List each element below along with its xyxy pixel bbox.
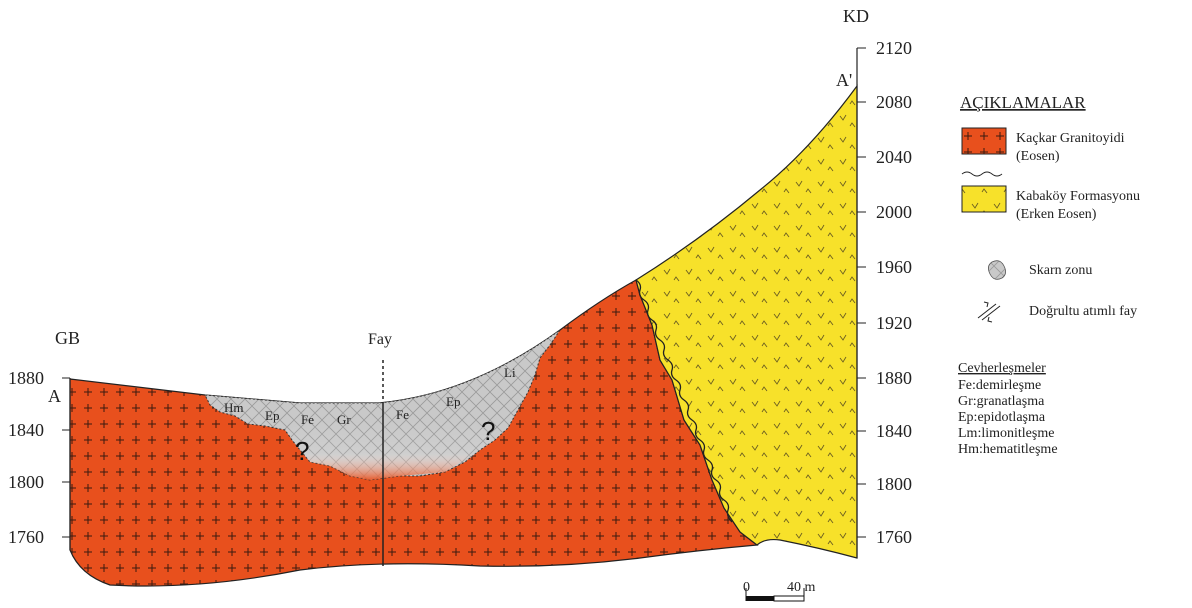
right-tick-1960: 1960 — [876, 257, 912, 277]
scale-start: 0 — [743, 580, 750, 595]
question-mark-left: ? — [295, 436, 309, 466]
mineral-ep-left: Ep — [265, 408, 279, 423]
legend-title: AÇIKLAMALAR — [960, 93, 1086, 112]
mineralization-title: Cevherleşmeler — [958, 361, 1046, 376]
scale-end: 40 m — [787, 580, 816, 595]
mineral-fe-left: Fe — [301, 412, 314, 427]
kabakoy-swatch — [961, 185, 1007, 213]
mineralization-item-lm: Lm:limonitleşme — [958, 426, 1054, 441]
left-tick-1760: 1760 — [8, 527, 44, 547]
left-direction-label: GB — [55, 328, 80, 348]
mineral-ep-right: Ep — [446, 394, 460, 409]
mineral-fe-right: Fe — [396, 407, 409, 422]
right-direction-label: KD — [843, 6, 869, 26]
right-tick-2040: 2040 — [876, 147, 912, 167]
end-point-label: A' — [836, 70, 852, 90]
strike-slip-fault-icon — [977, 301, 1001, 323]
legend-granitoid-name: Kaçkar Granitoyidi — [1016, 131, 1125, 146]
right-tick-1920: 1920 — [876, 313, 912, 333]
right-tick-1840: 1840 — [876, 421, 912, 441]
mineralization-item-hm: Hm:hematitleşme — [958, 442, 1058, 457]
legend-fault-label: Doğrultu atımlı fay — [1029, 304, 1137, 319]
mineral-hm: Hm — [224, 400, 244, 415]
skarn-zone-icon — [988, 260, 1006, 280]
legend-kabakoy-age: (Erken Eosen) — [1016, 207, 1097, 222]
mineral-li: Li — [504, 365, 516, 380]
granitoid-swatch — [961, 127, 1007, 155]
right-tick-2080: 2080 — [876, 92, 912, 112]
legend-kabakoy-name: Kabaköy Formasyonu — [1016, 189, 1140, 204]
mineralization-item-ep: Ep:epidotlaşma — [958, 410, 1046, 425]
mineral-gr: Gr — [337, 412, 351, 427]
legend-granitoid-age: (Eosen) — [1016, 149, 1060, 164]
mineralization-item-fe: Fe:demirleşme — [958, 378, 1041, 393]
start-point-label: A — [48, 386, 61, 406]
contact-line — [635, 279, 733, 523]
unconformity-icon — [961, 171, 1003, 177]
mineralization-item-gr: Gr:granatlaşma — [958, 394, 1045, 409]
right-tick-1800: 1800 — [876, 474, 912, 494]
right-tick-1760: 1760 — [876, 527, 912, 547]
right-tick-2000: 2000 — [876, 202, 912, 222]
right-tick-2120: 2120 — [876, 38, 912, 58]
left-tick-1840: 1840 — [8, 420, 44, 440]
question-mark-right: ? — [481, 416, 495, 446]
scale-bar: 0 40 m — [743, 580, 816, 602]
left-tick-1880: 1880 — [8, 368, 44, 388]
right-tick-1880: 1880 — [876, 368, 912, 388]
fault-label: Fay — [368, 331, 392, 348]
skarn-fade — [285, 420, 495, 480]
legend-skarn-label: Skarn zonu — [1029, 263, 1092, 278]
left-tick-1800: 1800 — [8, 472, 44, 492]
